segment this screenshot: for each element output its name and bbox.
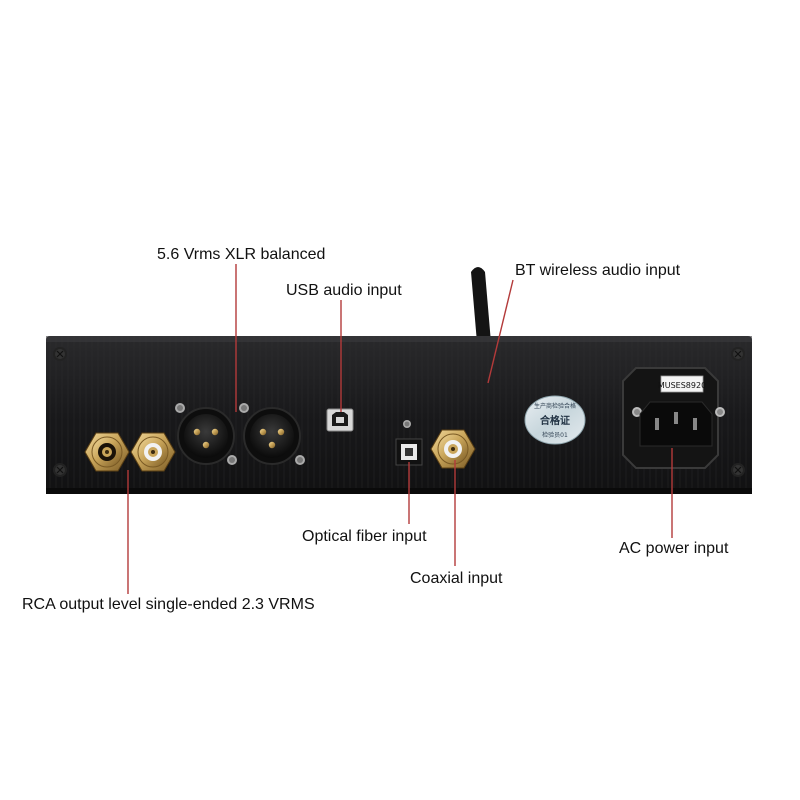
qc-sticker-main-text: 合格证: [539, 414, 570, 427]
label-optical-fiber-input: Optical fiber input: [302, 528, 427, 545]
socket-label-text: MUSES8920: [658, 381, 706, 390]
ac-power-inlet: MUSES8920: [622, 367, 725, 469]
qc-sticker: 生产商检验合格 合格证 检验员01: [524, 395, 586, 445]
label-usb-audio-input: USB audio input: [286, 282, 402, 299]
leader-line-bt: [487, 279, 514, 384]
rca-outputs: [84, 432, 176, 472]
optical-port: [395, 420, 423, 466]
qc-sticker-top-text: 生产商检验合格: [534, 402, 576, 410]
label-bt-wireless-input: BT wireless audio input: [515, 262, 681, 279]
label-ac-power-input: AC power input: [619, 540, 729, 557]
coaxial-port: [430, 429, 476, 469]
label-xlr-balanced: 5.6 Vrms XLR balanced: [157, 246, 326, 263]
usb-b-port: [326, 408, 354, 432]
label-coaxial-input: Coaxial input: [410, 570, 503, 587]
xlr-connectors: [175, 403, 305, 465]
qc-sticker-bottom-text: 检验员01: [542, 431, 568, 439]
chassis-screws: [53, 347, 745, 477]
callout-leader-lines: [127, 264, 673, 594]
label-rca-output: RCA output level single-ended 2.3 VRMS: [22, 596, 315, 613]
